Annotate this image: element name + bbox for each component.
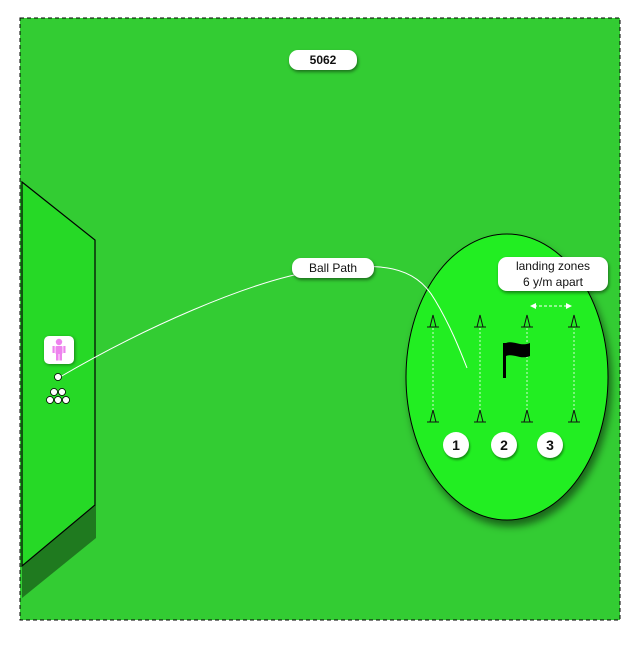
- zone-number-2: 2: [491, 432, 517, 458]
- cone-icon: [427, 409, 439, 423]
- cone-icon: [568, 314, 580, 328]
- tee-area-side: [22, 505, 96, 598]
- flag-icon: [503, 342, 530, 378]
- cone-icon: [427, 314, 439, 328]
- cones: [427, 314, 580, 423]
- double-arrow-icon: [530, 303, 572, 309]
- person-icon: [52, 338, 66, 361]
- ball-pile-icon: [46, 373, 70, 404]
- cone-icon: [521, 409, 533, 423]
- zone-number-1: 1: [443, 432, 469, 458]
- landing-zones-label: landing zones 6 y/m apart: [498, 257, 608, 291]
- player-card: [44, 336, 74, 364]
- drill-number-badge: 5062: [289, 50, 357, 70]
- zone-lines: [432, 328, 575, 410]
- landing-zones-spacing: 6 y/m apart: [522, 275, 584, 289]
- landing-zones-title: landing zones: [515, 259, 591, 273]
- zone-number-3: 3: [537, 432, 563, 458]
- cone-icon: [474, 409, 486, 423]
- cone-icon: [568, 409, 580, 423]
- ball-path-label: Ball Path: [292, 258, 374, 278]
- cone-icon: [474, 314, 486, 328]
- cone-icon: [521, 314, 533, 328]
